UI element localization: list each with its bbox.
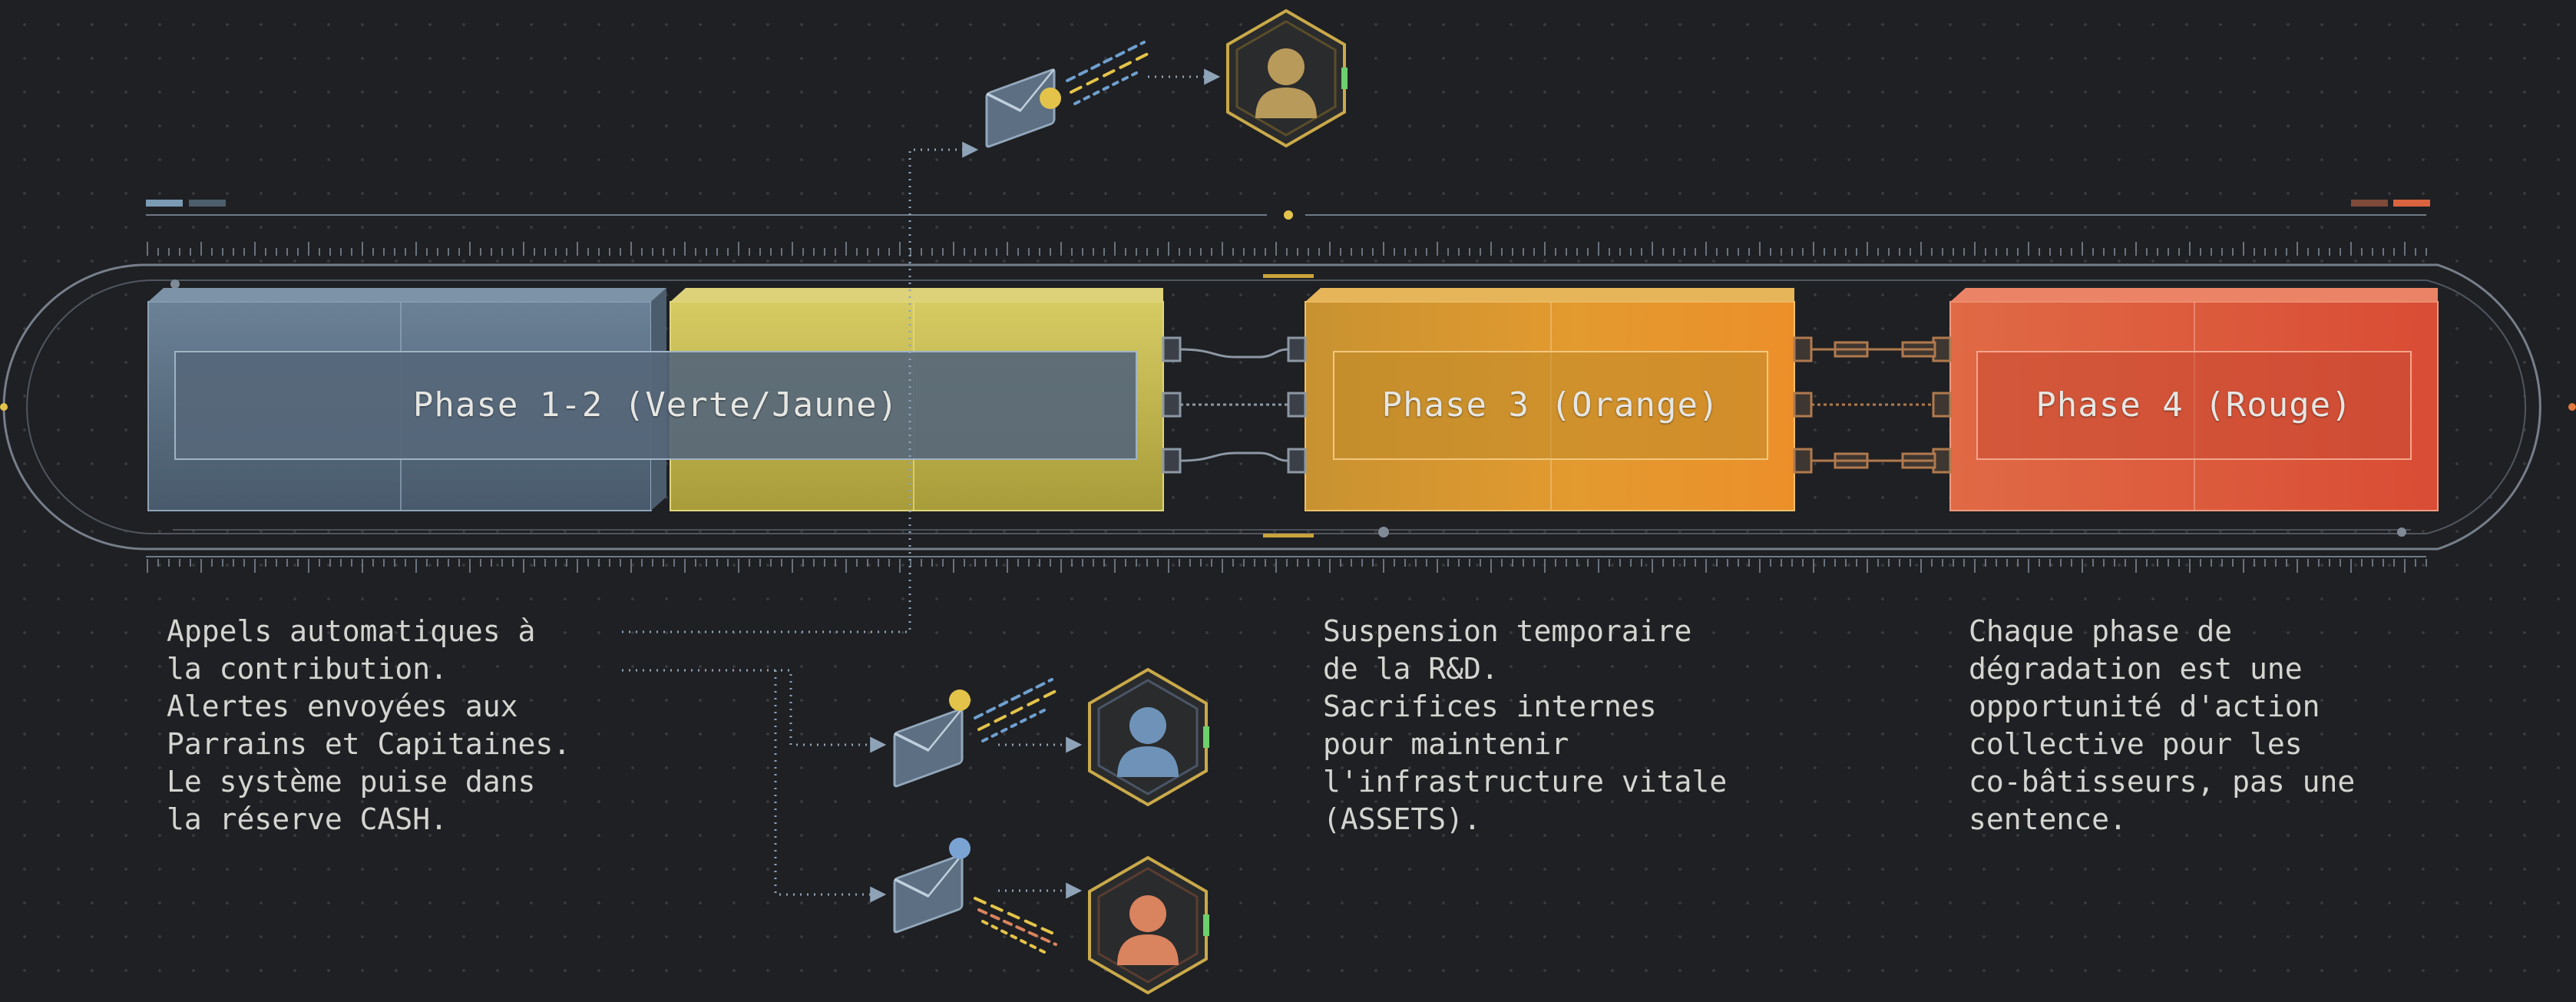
- legend-swatch-blue: [146, 200, 183, 207]
- envelope-icon: [893, 689, 971, 788]
- track-node: [170, 279, 180, 289]
- track-end-left: [0, 403, 8, 411]
- person-icon: [1117, 707, 1179, 777]
- ruler-ticks-bottom: [147, 559, 2427, 573]
- legend-swatch-red: [2393, 200, 2430, 207]
- bottom-recipient: [1088, 855, 1209, 995]
- legend-swatch-blue-dark: [189, 200, 226, 207]
- track-end-right: [2568, 403, 2576, 411]
- connector-1-3: [1162, 336, 1307, 474]
- envelope-icon: [985, 68, 1061, 148]
- phase-1-2-description: Appels automatiques à la contribution. A…: [167, 614, 571, 836]
- timeline-track: [2, 214, 2541, 557]
- flow-lines: [622, 68, 1221, 903]
- data-stream: [974, 41, 1149, 954]
- phase-3-block: [1305, 288, 1795, 511]
- middle-recipient: [1088, 667, 1209, 807]
- top-recipient: [1226, 8, 1348, 148]
- track-accent-bottom: [1263, 534, 1314, 537]
- person-icon: [1117, 895, 1179, 965]
- track-node: [2397, 527, 2406, 537]
- phase-3-description: Suspension temporaire de la R&D. Sacrifi…: [1323, 614, 1728, 836]
- track-node: [1378, 527, 1389, 537]
- connector-3-4: [1793, 336, 1952, 474]
- phase-1-2-label: Phase 1-2 (Verte/Jaune): [412, 385, 899, 425]
- phase-4-block: [1949, 288, 2439, 511]
- ruler-ticks-top: [147, 242, 2427, 256]
- person-icon: [1255, 48, 1317, 118]
- legend-swatch-red-dark: [2351, 200, 2388, 207]
- envelope-icon: [893, 838, 971, 934]
- track-marker-top: [1284, 210, 1293, 220]
- phase-4-label: Phase 4 (Rouge): [2035, 385, 2353, 425]
- phase-4-description: Chaque phase de dégradation est une oppo…: [1969, 614, 2356, 836]
- phase-3-label: Phase 3 (Orange): [1381, 385, 1720, 425]
- phase-1-2-block: [147, 288, 1164, 511]
- track-accent-top: [1263, 274, 1314, 278]
